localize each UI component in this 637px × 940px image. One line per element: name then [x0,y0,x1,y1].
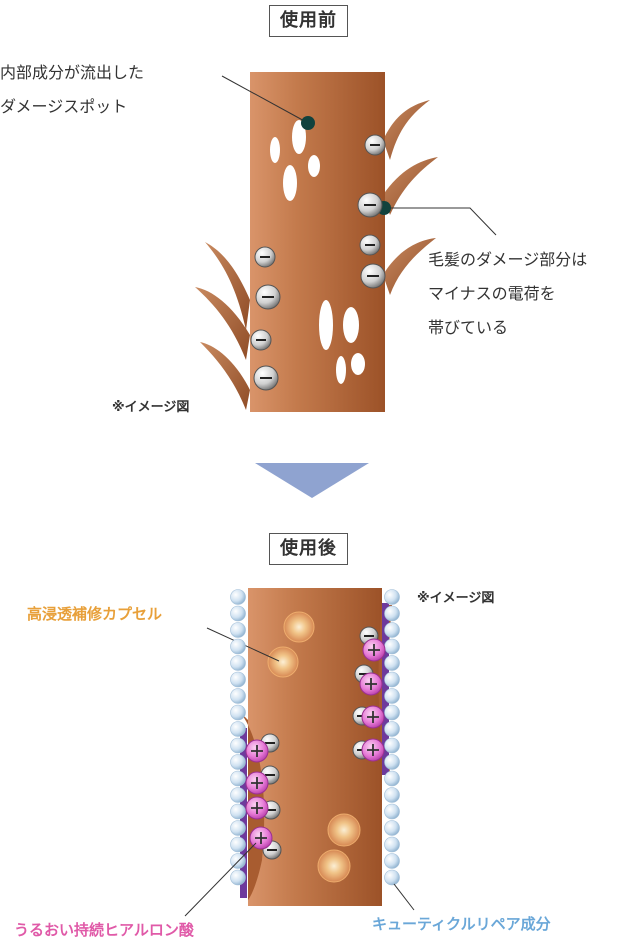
cuticle-bubble [384,605,400,622]
damage-spot [319,300,333,350]
cuticle-bubble [384,737,400,754]
cuticle-bubble [230,754,246,770]
cuticle-bubble [384,622,400,638]
cuticle-bubble [384,770,400,787]
before-image-note: ※イメージ図 [112,400,190,415]
before-title: 使用前 [269,5,348,37]
minus-ions-before [250,134,386,391]
frayed-strand [195,287,250,360]
capsule [267,646,299,678]
cuticle-bubble [230,737,246,754]
cuticle-bubble [384,704,400,721]
cuticle-bubble [384,754,400,770]
cuticle-bubble [384,853,400,869]
cuticle-leader-line [393,883,415,911]
cuticle-bubble [384,803,400,820]
leak-leader-line [221,75,309,124]
damage-spot [283,165,297,201]
cuticle-bubble [230,589,246,605]
hyaluronic-leader-line [184,842,257,917]
before-hair-group [195,72,497,412]
cuticle-bubble [230,671,246,688]
minus-ion [357,192,383,218]
cuticle-bubble [384,589,400,605]
cuticle-bubble [230,622,246,638]
cuticle-bubble [384,671,400,688]
cuticle-bubble [384,721,400,737]
cuticle-bubble [230,803,246,820]
capsules [267,611,361,883]
plus-ion [362,638,386,662]
charge-label-line2: マイナスの電荷を [428,284,556,303]
frayed-strand [200,342,250,410]
cuticle-bubble [384,869,400,886]
capsule [283,611,315,643]
plus-ion [245,739,269,763]
plus-ions-after-left [245,739,273,850]
charge-leader-line [384,207,497,236]
hyaluronic-label: うるおい持続ヒアルロン酸 [14,921,194,939]
frayed-strand [205,242,250,330]
cuticle-bubble [230,869,246,886]
damage-spot [308,155,320,177]
charge-label-line1: 毛髪のダメージ部分は [428,250,588,269]
minus-ions-after-left [260,733,282,860]
plus-ion [361,705,385,729]
minus-ion [253,365,279,391]
cuticle-bubble [230,638,246,655]
frayed-strand [383,238,436,295]
minus-ion [255,284,281,310]
capsule [317,849,351,883]
plus-ions-after-right [359,638,386,762]
cuticle-bubble [384,655,400,671]
after-image-note: ※イメージ図 [417,591,495,606]
cuticle-bubbles-right [384,589,400,886]
cuticle-bubble [384,688,400,704]
damage-spot [343,307,359,343]
cuticle-bubble [230,655,246,671]
minus-ion [360,263,386,289]
leak-label-line2: ダメージスポット [0,97,128,116]
minus-ion [250,329,272,351]
plus-ion [245,771,269,795]
leak-label-line1: 内部成分が流出した [0,63,145,82]
frayed-strand [383,157,438,215]
cuticle-bubble [230,836,246,853]
minus-ion [254,246,276,268]
capsule-label: 高浸透補修カプセル [27,605,163,623]
charge-label-line3: 帯びている [428,318,509,337]
damage-spot [292,120,306,154]
plus-ion [245,796,269,820]
frayed-strand [383,100,430,160]
minus-ion [364,134,386,156]
capsule [327,813,361,847]
cuticle-bubble [384,787,400,803]
cuticle-bubble [230,704,246,721]
minus-ion [359,234,381,256]
cuticle-bubble [230,770,246,787]
cuticle-bubble [230,820,246,836]
plus-ion [359,672,383,696]
leak-pointer-dot [301,116,315,130]
cuticle-bubble [384,638,400,655]
cuticle-bubble [230,721,246,737]
cuticle-bubble [230,688,246,704]
cuticle-bubble [384,836,400,853]
hyaluronic-bar [382,603,389,775]
cuticle-bubble [230,605,246,622]
damage-spot [351,353,365,375]
cuticle-label: キューティクルリペア成分 [372,915,551,933]
after-hair-group [184,588,415,917]
plus-ion [361,738,385,762]
damage-spot [270,137,280,163]
after-title: 使用後 [269,533,348,565]
down-arrow-icon [255,463,369,498]
cuticle-bubble [230,787,246,803]
cuticle-bubble [384,820,400,836]
damage-spot [336,356,346,384]
